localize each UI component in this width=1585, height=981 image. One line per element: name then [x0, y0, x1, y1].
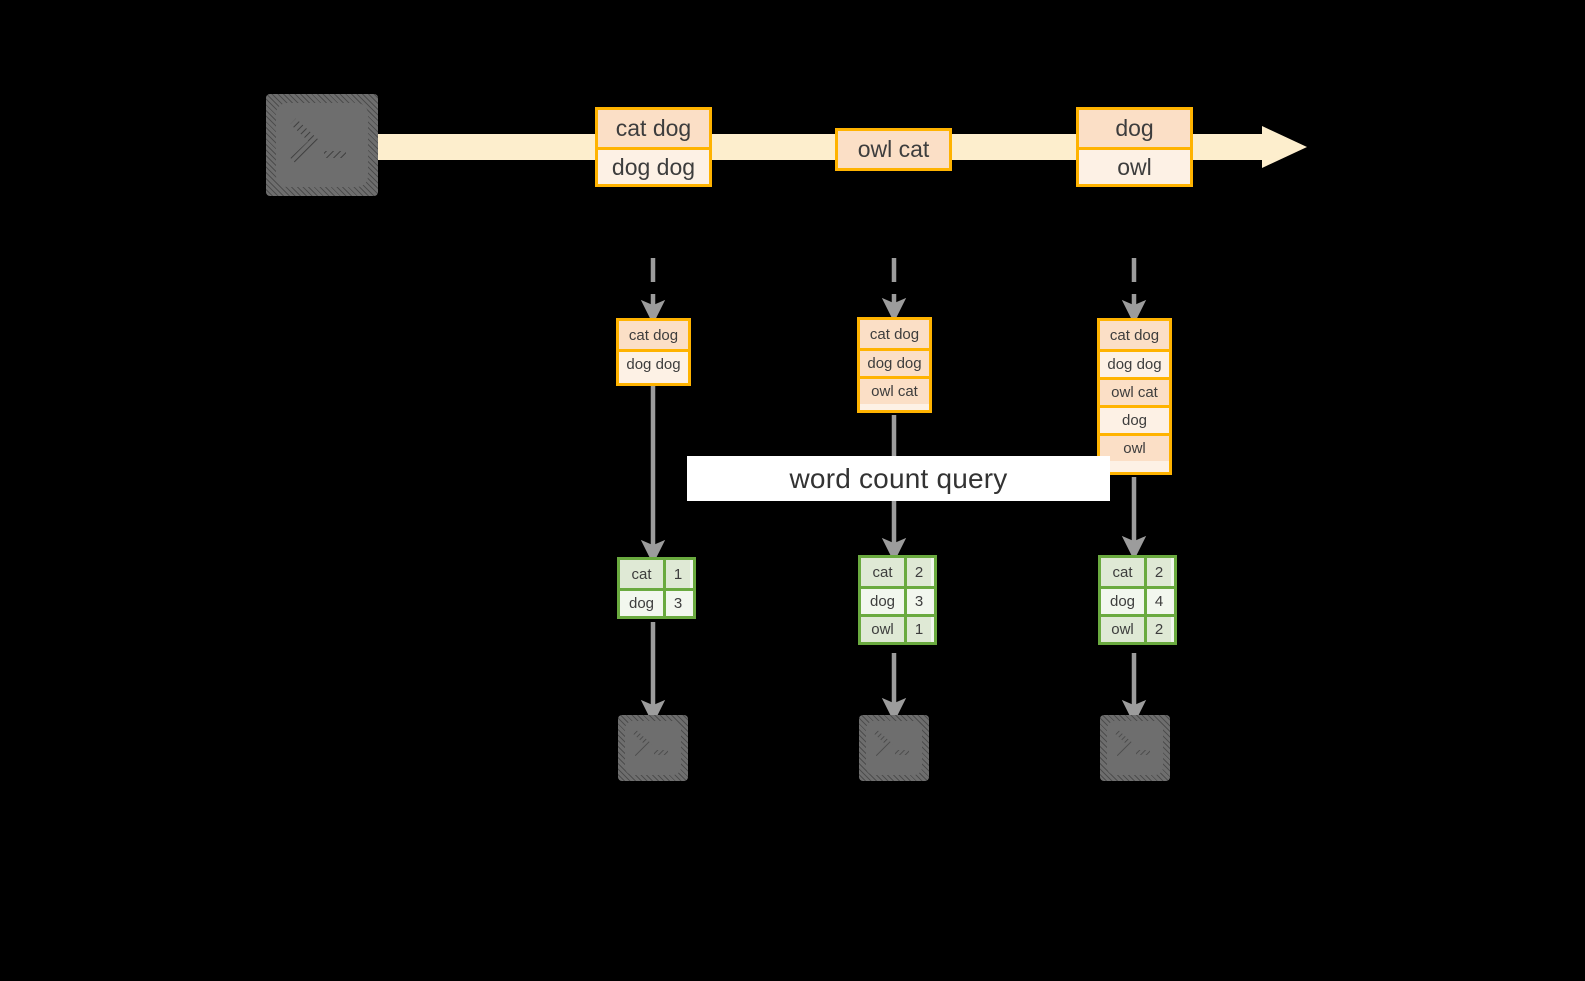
column-1-input-box: cat dog dog dog: [616, 318, 691, 386]
column-2-sink-terminal-icon: [859, 715, 929, 781]
column-3-input-box: cat dog dog dog owl cat dog owl: [1097, 318, 1172, 475]
input-line: owl: [1100, 433, 1169, 461]
word-cell: cat: [620, 560, 663, 588]
source-terminal-icon: [266, 94, 378, 196]
input-line: cat dog: [619, 321, 688, 349]
word-cell: owl: [1101, 617, 1144, 642]
count-cell: 2: [1144, 617, 1171, 642]
table-row: cat 1: [620, 560, 693, 588]
word-cell: cat: [861, 558, 904, 586]
table-row: owl 2: [1101, 614, 1174, 642]
table-row: cat 2: [1101, 558, 1174, 586]
stream-arrowhead-icon: [1262, 126, 1307, 168]
word-cell: dog: [1101, 589, 1144, 614]
word-cell: dog: [861, 589, 904, 614]
stream-record-line: cat dog: [598, 110, 709, 147]
word-cell: dog: [620, 591, 663, 616]
count-cell: 3: [663, 591, 690, 616]
input-line: dog dog: [860, 348, 929, 376]
input-line: dog dog: [619, 349, 688, 377]
stream-record-3: dog owl: [1076, 107, 1193, 187]
input-line: owl cat: [860, 376, 929, 404]
column-2-result-table: cat 2 dog 3 owl 1: [858, 555, 937, 645]
count-cell: 3: [904, 589, 931, 614]
table-row: dog 3: [861, 586, 934, 614]
stream-record-line: dog: [1079, 110, 1190, 147]
count-cell: 1: [663, 560, 690, 588]
word-cell: cat: [1101, 558, 1144, 586]
table-row: dog 4: [1101, 586, 1174, 614]
table-row: dog 3: [620, 588, 693, 616]
count-cell: 1: [904, 617, 931, 642]
column-1-sink-terminal-icon: [618, 715, 688, 781]
stream-record-2: owl cat: [835, 128, 952, 171]
column-3-sink-terminal-icon: [1100, 715, 1170, 781]
column-1-result-table: cat 1 dog 3: [617, 557, 696, 619]
table-row: owl 1: [861, 614, 934, 642]
column-3-result-table: cat 2 dog 4 owl 2: [1098, 555, 1177, 645]
input-line: cat dog: [860, 320, 929, 348]
input-line: owl cat: [1100, 377, 1169, 405]
word-cell: owl: [861, 617, 904, 642]
stream-record-line: owl: [1079, 147, 1190, 184]
stream-record-line: owl cat: [838, 131, 949, 168]
count-cell: 2: [904, 558, 931, 586]
input-line: dog: [1100, 405, 1169, 433]
count-cell: 4: [1144, 589, 1171, 614]
query-banner: word count query: [687, 456, 1110, 501]
column-2-input-box: cat dog dog dog owl cat: [857, 317, 932, 413]
stream-record-1: cat dog dog dog: [595, 107, 712, 187]
input-line: cat dog: [1100, 321, 1169, 349]
count-cell: 2: [1144, 558, 1171, 586]
input-line: dog dog: [1100, 349, 1169, 377]
stream-record-line: dog dog: [598, 147, 709, 184]
table-row: cat 2: [861, 558, 934, 586]
